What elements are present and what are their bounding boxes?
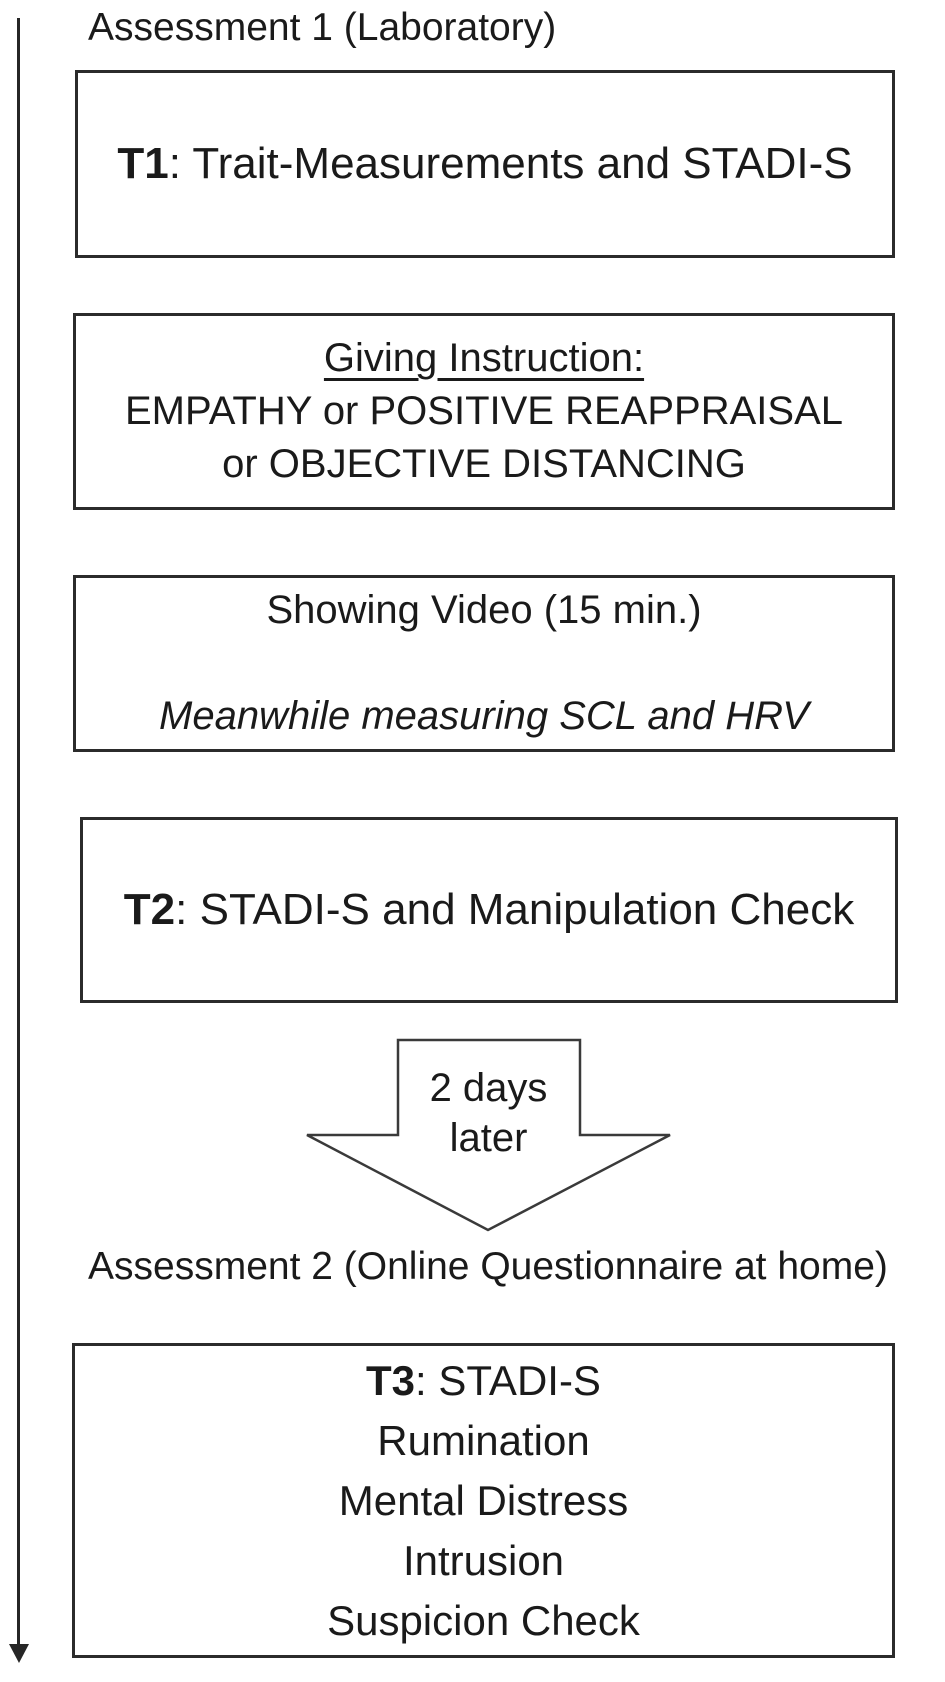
transition-arrow-label: 2 days later bbox=[397, 1063, 580, 1163]
assessment2-heading: Assessment 2 (Online Questionnaire at ho… bbox=[88, 1245, 888, 1288]
down-arrow-outline bbox=[306, 1038, 671, 1232]
t3-label: T3 bbox=[366, 1356, 416, 1404]
timeline-arrowhead-icon bbox=[9, 1644, 29, 1663]
instruction-conditions-line2: or OBJECTIVE DISTANCING bbox=[222, 442, 746, 486]
timeline-arrow-line bbox=[17, 18, 20, 1645]
t3-measure-suspicion-check: Suspicion Check bbox=[327, 1596, 640, 1644]
t3-measure-mental-distress: Mental Distress bbox=[338, 1476, 629, 1524]
t1-label: T1 bbox=[117, 139, 169, 188]
t3-measure-intrusion: Intrusion bbox=[402, 1536, 565, 1584]
box-t2-text: T2: STADI-S and Manipulation Check bbox=[124, 885, 854, 935]
measuring-scl-hrv-text: Meanwhile measuring SCL and HRV bbox=[159, 694, 809, 738]
showing-video-text: Showing Video (15 min.) bbox=[266, 588, 702, 632]
t2-label: T2 bbox=[123, 885, 176, 934]
transition-duration-line2: later bbox=[449, 1116, 528, 1160]
transition-duration-line1: 2 days bbox=[429, 1066, 548, 1110]
box-t3-title: T3: STADI-S bbox=[366, 1351, 601, 1411]
t2-label-rest: : STADI-S and Manipulation Check bbox=[175, 885, 855, 934]
box-t1-trait-measurements: T1: Trait-Measurements and STADI-S bbox=[75, 70, 895, 258]
box-t3-online-questionnaire: T3: STADI-S Rumination Mental Distress I… bbox=[72, 1343, 895, 1658]
t3-label-rest: : STADI-S bbox=[415, 1356, 601, 1404]
giving-instruction-title: Giving Instruction: bbox=[323, 336, 645, 380]
box-giving-instruction: Giving Instruction: EMPATHY or POSITIVE … bbox=[73, 313, 895, 510]
box-t1-text: T1: Trait-Measurements and STADI-S bbox=[117, 139, 852, 189]
t3-measure-rumination: Rumination bbox=[377, 1416, 590, 1464]
t1-label-rest: : Trait-Measurements and STADI-S bbox=[168, 139, 853, 188]
down-arrow-shape bbox=[306, 1038, 671, 1232]
assessment1-heading: Assessment 1 (Laboratory) bbox=[88, 6, 557, 49]
box-t2-manipulation-check: T2: STADI-S and Manipulation Check bbox=[80, 817, 898, 1003]
box-showing-video: Showing Video (15 min.) Meanwhile measur… bbox=[73, 575, 895, 752]
instruction-conditions-line1: EMPATHY or POSITIVE REAPPRAISAL bbox=[125, 389, 843, 433]
